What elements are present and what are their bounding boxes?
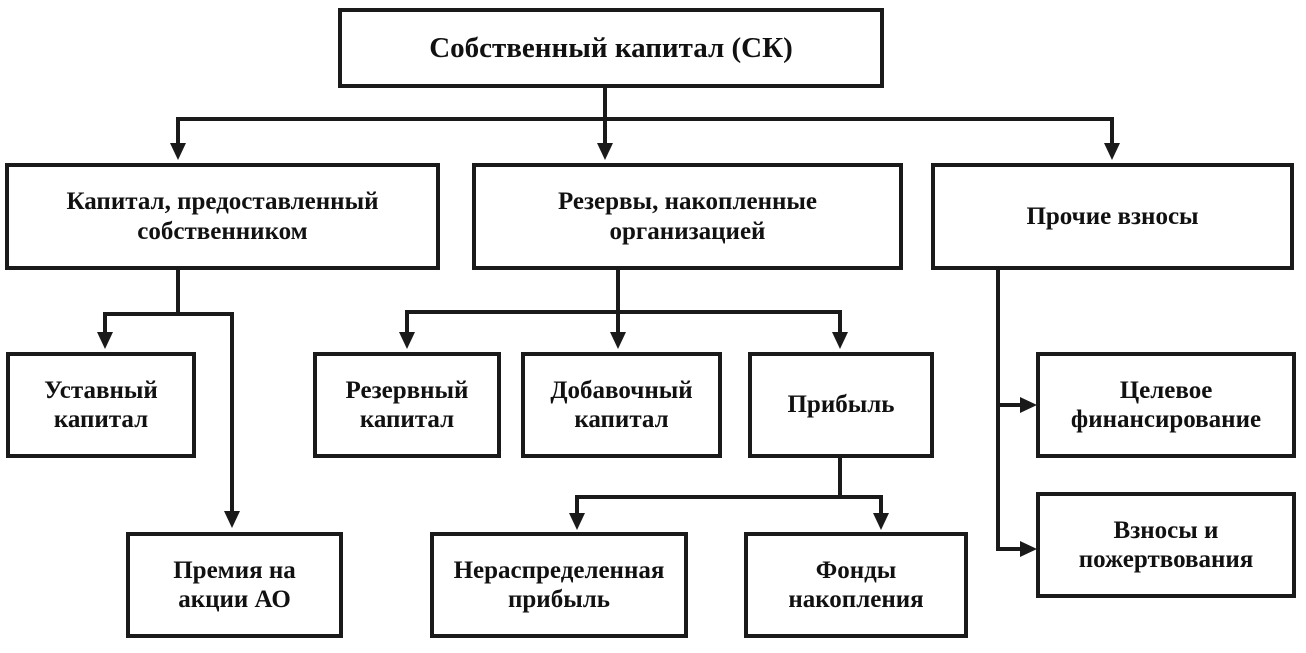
node-contributions-donations-label: Взносы и пожертвования [1078, 516, 1254, 574]
node-profit-label: Прибыль [787, 391, 895, 419]
connector-owner-capital-trunk [176, 270, 180, 314]
arrowhead-charter-capital [97, 332, 113, 349]
connector-root-to-other-contributions [1110, 117, 1114, 143]
connector-owner-to-share-premium [230, 312, 234, 511]
node-charter-capital[interactable]: Уставный капитал [6, 352, 196, 458]
node-share-premium[interactable]: Премия на акции АО [126, 532, 343, 638]
connector-root-bus [176, 117, 1114, 121]
node-target-financing[interactable]: Целевое финансирование [1036, 352, 1296, 458]
arrowhead-share-premium [224, 511, 240, 528]
node-charter-capital-label: Уставный капитал [44, 376, 158, 434]
node-root[interactable]: Собственный капитал (СК) [338, 8, 884, 88]
connector-reserves-to-additional-capital [616, 310, 620, 332]
arrowhead-profit [832, 332, 848, 349]
node-reserve-capital[interactable]: Резервный капитал [313, 352, 501, 458]
connector-reserves-bus [405, 310, 842, 314]
arrowhead-reserves [597, 143, 613, 160]
node-other-contributions-label: Прочие взносы [1026, 202, 1199, 230]
node-reserve-capital-label: Резервный капитал [345, 376, 469, 434]
arrowhead-reserve-capital [399, 332, 415, 349]
node-additional-capital[interactable]: Добавочный капитал [521, 352, 722, 458]
node-profit[interactable]: Прибыль [748, 352, 934, 458]
arrowhead-target-financing [1020, 397, 1037, 413]
node-other-contributions[interactable]: Прочие взносы [931, 163, 1294, 270]
connector-other-to-contributions-donations [996, 547, 1020, 551]
node-reserves-label: Резервы, накопленные организацией [557, 188, 818, 245]
arrowhead-owner-capital [170, 143, 186, 160]
node-accumulation-funds-label: Фонды накопления [788, 556, 924, 614]
arrowhead-retained-earnings [569, 513, 585, 530]
connector-other-contributions-trunk [996, 270, 1000, 551]
connector-owner-to-charter-capital [103, 312, 107, 332]
arrowhead-accumulation-funds [873, 513, 889, 530]
connector-profit-bus [575, 495, 883, 499]
connector-other-to-target-financing [996, 403, 1020, 407]
connector-root-to-owner-capital [176, 117, 180, 143]
connector-reserves-to-reserve-capital [405, 310, 409, 332]
connector-root-trunk [603, 88, 607, 120]
node-retained-earnings-label: Нераспределенная прибыль [453, 556, 665, 614]
connector-reserves-trunk [616, 270, 620, 312]
node-owner-capital[interactable]: Капитал, предоставленный собственником [5, 163, 440, 270]
connector-profit-trunk [838, 457, 842, 499]
connector-profit-to-accumulation-funds [879, 495, 883, 513]
arrowhead-additional-capital [610, 332, 626, 349]
node-retained-earnings[interactable]: Нераспределенная прибыль [430, 532, 688, 638]
node-accumulation-funds[interactable]: Фонды накопления [744, 532, 968, 638]
node-additional-capital-label: Добавочный капитал [550, 376, 693, 434]
connector-owner-capital-bus [103, 312, 234, 316]
connector-root-to-reserves [603, 117, 607, 143]
node-contributions-donations[interactable]: Взносы и пожертвования [1036, 492, 1296, 598]
arrowhead-other-contributions [1104, 143, 1120, 160]
node-target-financing-label: Целевое финансирование [1070, 376, 1262, 434]
node-owner-capital-label: Капитал, предоставленный собственником [66, 188, 379, 245]
node-reserves[interactable]: Резервы, накопленные организацией [472, 163, 903, 270]
arrowhead-contributions-donations [1020, 541, 1037, 557]
node-root-label: Собственный капитал (СК) [429, 31, 793, 64]
connector-reserves-to-profit [838, 310, 842, 332]
node-share-premium-label: Премия на акции АО [173, 556, 296, 614]
connector-profit-to-retained-earnings [575, 495, 579, 513]
